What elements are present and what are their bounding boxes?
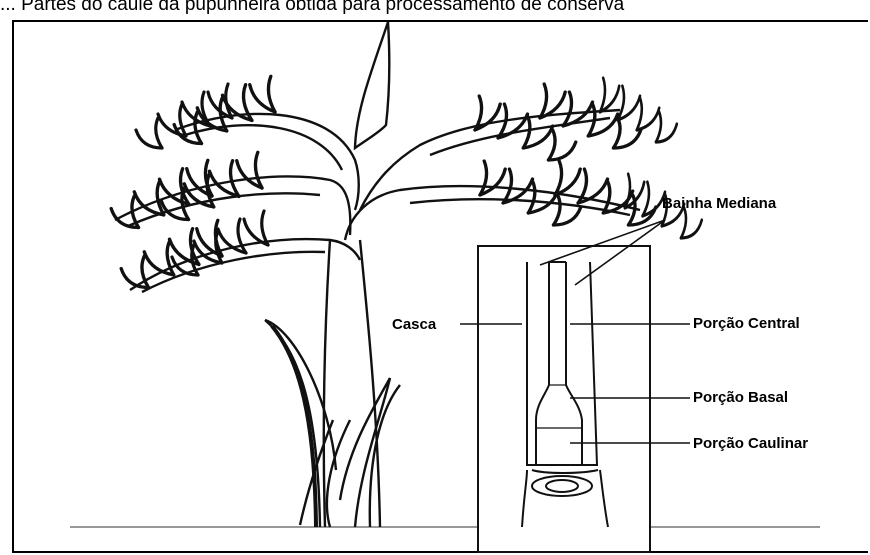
- label-porcao-caulinar: Porção Caulinar: [693, 435, 808, 452]
- palm-spear-leaf: [355, 22, 389, 148]
- label-casca: Casca: [392, 316, 437, 333]
- palm-trunk: [300, 240, 380, 527]
- label-porcao-central: Porção Central: [693, 315, 800, 332]
- inset-box: [478, 246, 650, 552]
- label-porcao-basal: Porção Basal: [693, 389, 788, 406]
- label-bainha-mediana: Bainha Mediana: [662, 195, 777, 212]
